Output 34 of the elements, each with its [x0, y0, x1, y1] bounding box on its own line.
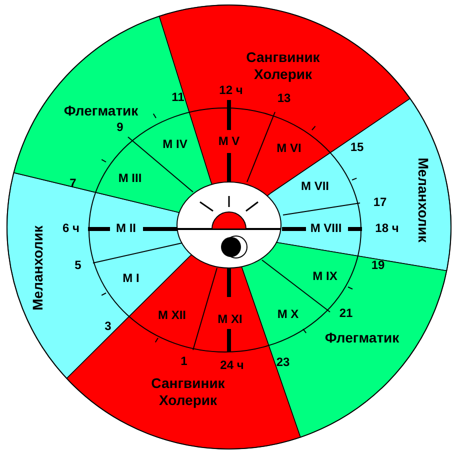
hour-number: 19: [371, 258, 385, 272]
month-label: M IX: [312, 269, 338, 283]
temperament-label: Флегматик: [62, 102, 140, 120]
month-label: M XI: [218, 312, 242, 326]
temperament-label: Меланхолик: [30, 224, 46, 312]
hour-number: 7: [70, 176, 76, 190]
temperament-label: Сангвиник Холерик: [245, 49, 321, 83]
month-label: M XII: [158, 308, 186, 322]
month-label: M IV: [162, 137, 188, 151]
hour-number: 12 ч: [219, 83, 243, 97]
month-label: M VII: [301, 179, 329, 193]
hour-number: 5: [74, 258, 82, 272]
temperament-label: Меланхолик: [414, 156, 432, 244]
hour-number: 21: [339, 306, 353, 320]
month-label: M V: [218, 134, 240, 148]
month-label: M X: [277, 307, 299, 321]
hour-number: 23: [276, 355, 290, 369]
hour-number: 11: [172, 90, 184, 104]
hour-number: 6 ч: [62, 221, 80, 235]
hour-number: 13: [277, 91, 291, 105]
hour-number: 9: [116, 120, 124, 134]
month-label: M I: [122, 271, 140, 285]
month-label: M VI: [276, 141, 302, 155]
month-label: M VIII: [310, 221, 342, 235]
hour-number: 18 ч: [375, 221, 399, 235]
temperament-label: Флегматик: [324, 330, 400, 346]
month-label: M II: [116, 221, 136, 235]
hour-number: 1: [180, 354, 188, 368]
temperament-label: Сангвиник Холерик: [150, 375, 226, 409]
hour-number: 3: [104, 319, 112, 333]
hour-number: 17: [373, 195, 387, 209]
hour-number: 15: [350, 140, 364, 154]
month-label: M III: [118, 171, 142, 185]
hour-number: 24 ч: [220, 358, 244, 372]
